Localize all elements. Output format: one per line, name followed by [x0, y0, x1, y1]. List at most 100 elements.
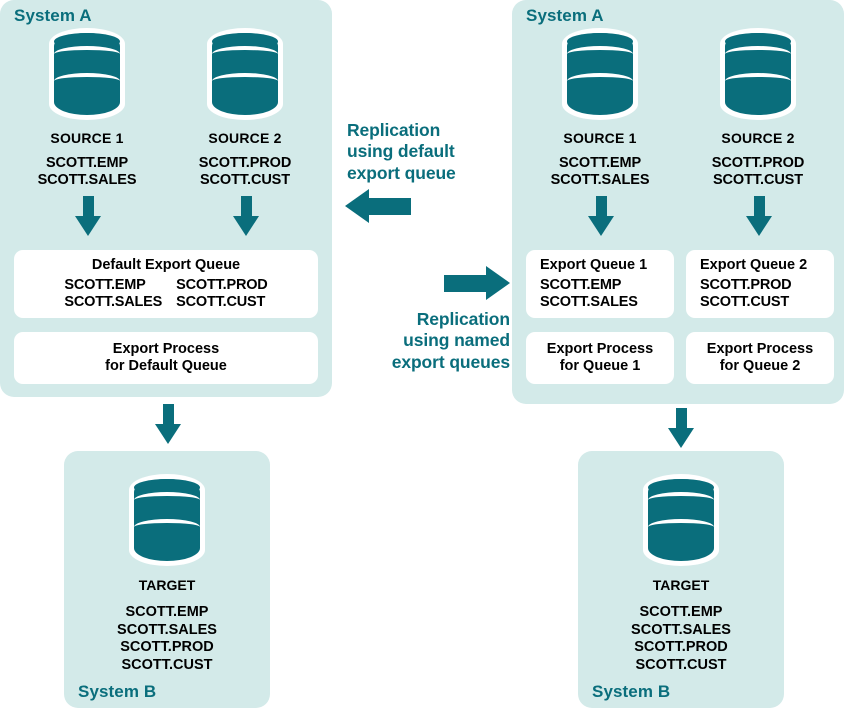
arrow-stem: [367, 198, 411, 215]
arrow-stem: [676, 408, 687, 430]
default-export-queue-title: Default Export Queue: [91, 256, 241, 273]
right-source-1-label: SOURCE 1: [563, 130, 637, 146]
db-ring-2: [54, 73, 120, 89]
right-source-1-tables: SCOTT.EMP SCOTT.SALES: [525, 155, 675, 189]
left-system-a-to-b-arrow-icon: [155, 404, 181, 444]
right-target-tables: SCOTT.EMP SCOTT.SALES SCOTT.PROD SCOTT.C…: [578, 604, 784, 675]
export-process-1-box[interactable]: Export Process for Queue 1: [526, 332, 674, 384]
left-system-b-title: System B: [78, 682, 157, 701]
export-process-2-title: Export Process for Queue 2: [706, 340, 814, 374]
right-system-a-title: System A: [526, 6, 604, 25]
export-process-2-box[interactable]: Export Process for Queue 2: [686, 332, 834, 384]
table-name: SCOTT.PROD: [198, 155, 292, 171]
table-name: SCOTT.CUST: [635, 657, 727, 674]
right-source-2-label: SOURCE 2: [721, 130, 795, 146]
db-cap: [648, 479, 714, 496]
table-name: SCOTT.CUST: [121, 657, 213, 674]
right-source-2-down-arrow-icon: [746, 196, 772, 236]
left-target-tables: SCOTT.EMP SCOTT.SALES SCOTT.PROD SCOTT.C…: [64, 604, 270, 675]
replication-default-left-arrow-icon: [345, 189, 411, 223]
db-cap: [725, 33, 791, 50]
default-export-queue-tables: SCOTT.EMP SCOTT.SALES SCOTT.PROD SCOTT.C…: [14, 277, 318, 311]
db-cap: [134, 479, 200, 496]
arrow-head: [75, 216, 101, 236]
replication-default-caption: Replication using default export queue: [347, 120, 456, 183]
arrow-head: [668, 428, 694, 448]
arrow-stem: [444, 275, 488, 292]
table-name: SCOTT.EMP: [540, 276, 622, 293]
arrow-stem: [163, 404, 174, 426]
db-ring-2: [725, 73, 791, 89]
export-queue-1-box[interactable]: Export Queue 1 SCOTT.EMP SCOTT.SALES: [526, 250, 674, 318]
export-queue-2-box[interactable]: Export Queue 2 SCOTT.PROD SCOTT.CUST: [686, 250, 834, 318]
arrow-stem: [596, 196, 607, 218]
db-cap: [567, 33, 633, 50]
right-system-a-to-b-arrow-icon: [668, 408, 694, 448]
left-target-node: TARGET SCOTT.EMP SCOTT.SALES SCOTT.PROD …: [64, 451, 270, 675]
database-cylinder-icon: [562, 28, 638, 120]
default-export-queue-box[interactable]: Default Export Queue SCOTT.EMP SCOTT.SAL…: [14, 250, 318, 318]
table-name: SCOTT.EMP: [558, 155, 642, 171]
arrow-head: [588, 216, 614, 236]
db-ring-1: [648, 492, 714, 508]
right-source-2-node: SOURCE 2 SCOTT.PROD SCOTT.CUST: [683, 28, 833, 189]
right-system-b-title: System B: [592, 682, 671, 701]
table-name: SCOTT.SALES: [540, 293, 638, 310]
arrow-head: [486, 266, 510, 300]
left-source-2-db-icon-wrap: [170, 28, 320, 120]
right-target-db-icon-wrap: [578, 474, 784, 566]
right-source-1-node: SOURCE 1 SCOTT.EMP SCOTT.SALES: [525, 28, 675, 189]
left-source-2-label: SOURCE 2: [208, 130, 282, 146]
right-source-1-down-arrow-icon: [588, 196, 614, 236]
default-export-process-box[interactable]: Export Process for Default Queue: [14, 332, 318, 384]
arrow-head: [345, 189, 369, 223]
queue-table-column-2: SCOTT.PROD SCOTT.CUST: [176, 277, 268, 311]
table-name: SCOTT.PROD: [711, 155, 805, 171]
replication-named-right-arrow-icon: [444, 266, 510, 300]
export-queue-1-title: Export Queue 1: [540, 257, 648, 274]
left-source-1-tables: SCOTT.EMP SCOTT.SALES: [12, 155, 162, 189]
table-name: SCOTT.EMP: [125, 604, 209, 620]
table-name: SCOTT.EMP: [64, 277, 146, 294]
left-source-1-db-icon-wrap: [12, 28, 162, 120]
db-ring-2: [134, 519, 200, 535]
arrow-stem: [754, 196, 765, 218]
export-queue-1-tables: SCOTT.EMP SCOTT.SALES: [526, 277, 674, 311]
export-queue-2-title: Export Queue 2: [700, 257, 808, 274]
table-name: SCOTT.EMP: [639, 604, 723, 620]
table-name: SCOTT.SALES: [117, 621, 217, 638]
table-name: SCOTT.SALES: [631, 621, 731, 638]
right-target-label: TARGET: [652, 577, 710, 593]
left-target-label: TARGET: [138, 577, 196, 593]
queue-table-column-1: SCOTT.EMP SCOTT.SALES: [64, 277, 162, 311]
replication-named-caption: Replication using named export queues: [391, 309, 510, 372]
export-queue-2-tables: SCOTT.PROD SCOTT.CUST: [686, 277, 834, 311]
table-name: SCOTT.CUST: [700, 293, 790, 310]
table-name: SCOTT.SALES: [37, 172, 137, 189]
database-cylinder-icon: [643, 474, 719, 566]
arrow-head: [155, 424, 181, 444]
table-name: SCOTT.CUST: [712, 172, 804, 189]
db-ring-2: [212, 73, 278, 89]
default-export-process-title: Export Process for Default Queue: [105, 340, 227, 374]
db-ring-1: [134, 492, 200, 508]
arrow-stem: [83, 196, 94, 218]
arrow-stem: [241, 196, 252, 218]
right-source-1-db-icon-wrap: [525, 28, 675, 120]
left-source-2-tables: SCOTT.PROD SCOTT.CUST: [170, 155, 320, 189]
db-ring-1: [212, 46, 278, 62]
database-cylinder-icon: [129, 474, 205, 566]
arrow-head: [233, 216, 259, 236]
table-name: SCOTT.SALES: [550, 172, 650, 189]
arrow-head: [746, 216, 772, 236]
db-ring-2: [567, 73, 633, 89]
table-name: SCOTT.PROD: [700, 276, 792, 293]
db-ring-1: [725, 46, 791, 62]
db-ring-2: [648, 519, 714, 535]
left-source-1-down-arrow-icon: [75, 196, 101, 236]
db-ring-1: [567, 46, 633, 62]
table-name: SCOTT.CUST: [176, 294, 266, 311]
left-system-a-title: System A: [14, 6, 92, 25]
db-ring-1: [54, 46, 120, 62]
database-cylinder-icon: [720, 28, 796, 120]
